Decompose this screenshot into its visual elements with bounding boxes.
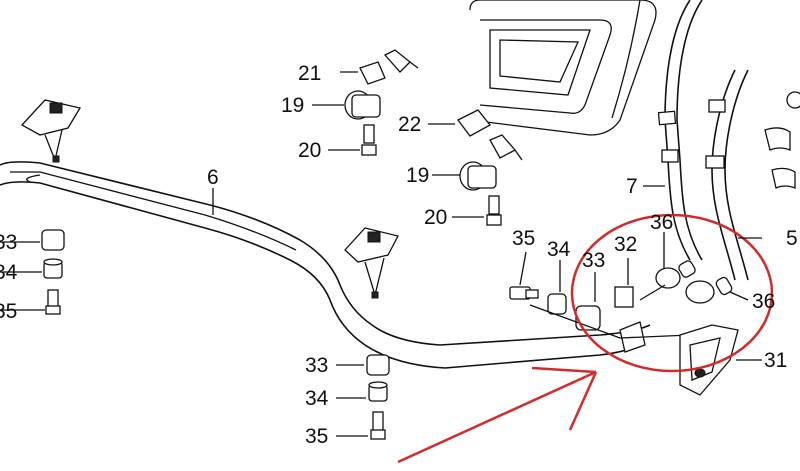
left-parts-stack	[0, 229, 65, 315]
callout-20: 20	[298, 139, 321, 162]
callout-33: 33	[0, 231, 17, 254]
leader-lines	[212, 185, 762, 361]
callout-33: 33	[582, 249, 605, 272]
callout-32: 32	[614, 233, 637, 256]
callout-20: 20	[424, 206, 447, 229]
detail-parts	[509, 260, 739, 396]
highlight-circle	[570, 213, 774, 373]
callout-34: 34	[305, 387, 329, 410]
callout-21: 21	[298, 62, 321, 85]
callout-5: 5	[786, 227, 798, 250]
callout-19: 19	[281, 94, 304, 117]
tank-outline	[469, 0, 657, 136]
callout-34: 34	[547, 238, 571, 261]
callout-34: 34	[0, 261, 18, 284]
stabilizer-bar	[0, 161, 651, 369]
callout-7: 7	[626, 175, 638, 198]
brake-lines	[657, 0, 800, 281]
callout-33: 33	[305, 354, 328, 377]
callout-36: 36	[752, 290, 775, 313]
bottom-parts-stack	[336, 354, 390, 440]
callout-22: 22	[398, 113, 421, 136]
callout-19: 19	[406, 164, 429, 187]
left-bracket	[20, 99, 82, 163]
callout-36: 36	[650, 211, 673, 234]
callout-35: 35	[0, 300, 17, 323]
upper-left-bushing-group	[312, 49, 419, 156]
center-bracket	[344, 227, 399, 299]
upper-right-bushing-group	[428, 109, 523, 226]
callout-labels: 6 21 19 20 22 19 20 7 5 36 36 32 33 34 3…	[0, 62, 798, 448]
callout-31: 31	[764, 349, 787, 372]
callout-35: 35	[512, 227, 535, 250]
callout-6: 6	[207, 166, 219, 189]
highlight-arrow	[397, 366, 598, 464]
callout-35: 35	[305, 425, 328, 448]
